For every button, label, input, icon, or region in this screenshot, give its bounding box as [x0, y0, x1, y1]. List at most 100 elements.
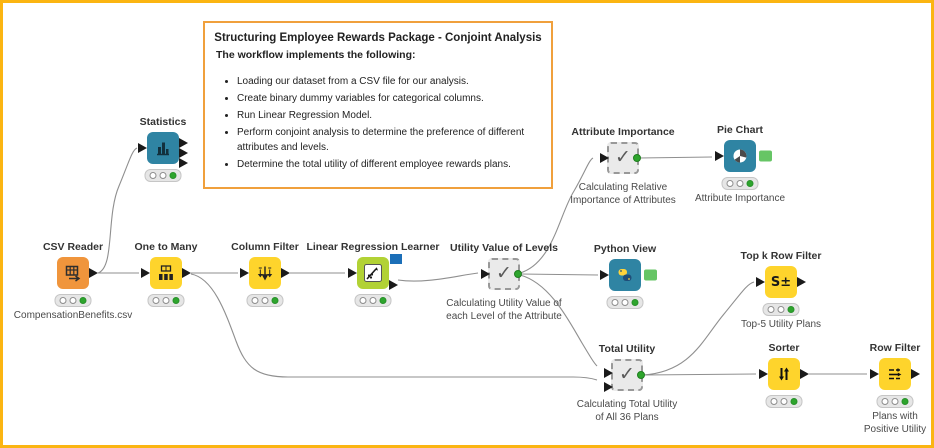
node-caption: Calculating Utility Value of each Level … — [446, 298, 562, 322]
utility-value-of-levels-body[interactable]: ✓ — [481, 258, 522, 290]
node-caption: CompensationBenefits.csv — [13, 310, 133, 321]
one-to-many-body[interactable] — [141, 257, 191, 289]
output-port[interactable] — [911, 369, 920, 379]
input-port[interactable] — [138, 143, 147, 153]
annotation-title: Structuring Employee Rewards Package - C… — [214, 32, 542, 44]
node-label: Total Utility — [598, 343, 656, 355]
edge-total-utility-to-sorter[interactable] — [642, 373, 757, 376]
sorter-body[interactable] — [759, 358, 809, 390]
node-total-utility[interactable]: Total Utility ✓ Calculating Total Utilit… — [577, 343, 677, 423]
executed-status-dot — [514, 270, 522, 278]
linear-regression-learner-body[interactable] — [348, 254, 402, 290]
edge-csv-reader-to-statistics[interactable] — [97, 147, 138, 274]
traffic-light — [147, 294, 185, 307]
output-port[interactable] — [389, 280, 398, 290]
input-port[interactable] — [715, 151, 724, 161]
node-attribute-importance[interactable]: Attribute Importance ✓ Calculating Relat… — [570, 126, 676, 206]
row-filter-icon — [889, 368, 902, 380]
input-port-1[interactable] — [604, 368, 613, 378]
python-view-body[interactable] — [600, 259, 657, 291]
node-utility-value-of-levels[interactable]: Utility Value of Levels ✓ Calculating Ut… — [446, 242, 562, 322]
node-pie-chart[interactable]: Pie Chart Attribute Importance — [695, 124, 785, 204]
node-column-filter[interactable]: Column Filter — [231, 241, 299, 307]
node-label: Statistics — [139, 116, 187, 128]
node-label: Sorter — [768, 342, 800, 354]
row-filter-body[interactable] — [870, 358, 920, 390]
executed-status-dot — [637, 371, 645, 379]
node-linear-regression-learner[interactable]: Linear Regression Learner — [306, 241, 440, 307]
pie-chart-body[interactable] — [715, 140, 772, 172]
node-row-filter[interactable]: Row Filter Plans with Positive Utility — [864, 342, 926, 435]
node-label: Attribute Importance — [571, 126, 675, 138]
node-caption: Top-5 Utility Plans — [740, 319, 822, 330]
node-label: Row Filter — [869, 342, 921, 354]
input-port[interactable] — [481, 269, 490, 279]
node-one-to-many[interactable]: One to Many — [134, 241, 198, 307]
view-output-port[interactable] — [759, 150, 772, 162]
input-port[interactable] — [756, 277, 765, 287]
node-caption: Calculating Total Utility of All 36 Plan… — [576, 399, 678, 423]
output-port[interactable] — [182, 268, 191, 278]
model-output-port[interactable] — [390, 254, 402, 264]
check-icon: ✓ — [619, 362, 635, 385]
annotation-subtitle: The workflow implements the following: — [216, 49, 416, 61]
workflow-edges — [97, 147, 867, 381]
output-port[interactable] — [281, 268, 290, 278]
edge-utility-value-to-python-view[interactable] — [519, 273, 599, 276]
node-label: Pie Chart — [716, 124, 764, 136]
node-top-k-row-filter[interactable]: Top k Row Filter S± Top-5 Utility Plans — [741, 250, 822, 330]
edge-utility-value-to-attribute-importance[interactable] — [519, 157, 594, 274]
node-label: Utility Value of Levels — [450, 242, 558, 254]
input-port-2[interactable] — [604, 382, 613, 392]
total-utility-body[interactable]: ✓ — [604, 359, 645, 392]
workflow-annotation[interactable]: Structuring Employee Rewards Package - C… — [203, 21, 553, 189]
input-port[interactable] — [759, 369, 768, 379]
node-label: Python View — [593, 243, 657, 255]
node-csv-reader[interactable]: CSV Reader CompensationBenefits.csv — [14, 241, 132, 321]
traffic-light — [606, 296, 644, 309]
edge-utility-value-to-total-utility[interactable] — [519, 274, 598, 367]
python-icon — [618, 269, 632, 281]
attribute-importance-body[interactable]: ✓ — [600, 142, 641, 174]
traffic-light — [246, 294, 284, 307]
node-sorter[interactable]: Sorter — [759, 342, 809, 408]
edge-one-to-many-to-total-utility[interactable] — [190, 273, 598, 381]
output-port[interactable] — [179, 158, 188, 168]
statistics-body[interactable] — [138, 132, 188, 168]
one-to-many-icon — [159, 265, 173, 280]
view-output-port[interactable] — [644, 269, 657, 281]
input-port[interactable] — [600, 270, 609, 280]
column-filter-body[interactable] — [240, 257, 290, 289]
traffic-light — [765, 395, 803, 408]
s-plus-minus-icon: S± — [770, 274, 792, 290]
histogram-icon — [157, 142, 169, 156]
input-port[interactable] — [600, 153, 609, 163]
output-port[interactable] — [179, 138, 188, 148]
node-label: Top k Row Filter — [740, 250, 822, 262]
input-port[interactable] — [240, 268, 249, 278]
output-port[interactable] — [89, 268, 98, 278]
edge-total-utility-to-top-k-row-filter[interactable] — [642, 281, 755, 376]
traffic-light — [54, 294, 92, 307]
node-statistics[interactable]: Statistics — [138, 116, 188, 182]
regression-chart-icon — [364, 264, 382, 282]
top-k-row-filter-body[interactable]: S± — [756, 266, 806, 298]
output-port[interactable] — [797, 277, 806, 287]
check-icon: ✓ — [496, 261, 512, 284]
annotation-bullet: Perform conjoint analysis to determine t… — [237, 125, 545, 155]
output-port[interactable] — [800, 369, 809, 379]
output-port[interactable] — [179, 148, 188, 158]
edge-linear-regression-learner-to-utility-value[interactable] — [397, 272, 479, 282]
node-python-view[interactable]: Python View — [594, 243, 657, 309]
input-port[interactable] — [141, 268, 150, 278]
input-port[interactable] — [870, 369, 879, 379]
traffic-light — [144, 169, 182, 182]
annotation-bullet: Run Linear Regression Model. — [237, 108, 545, 123]
edge-attribute-importance-to-pie-chart[interactable] — [638, 156, 713, 159]
traffic-light — [876, 395, 914, 408]
annotation-bullet: Create binary dummy variables for catego… — [237, 91, 545, 106]
sort-arrows-icon — [779, 367, 789, 381]
csv-reader-body[interactable] — [57, 257, 98, 289]
input-port[interactable] — [348, 268, 357, 278]
